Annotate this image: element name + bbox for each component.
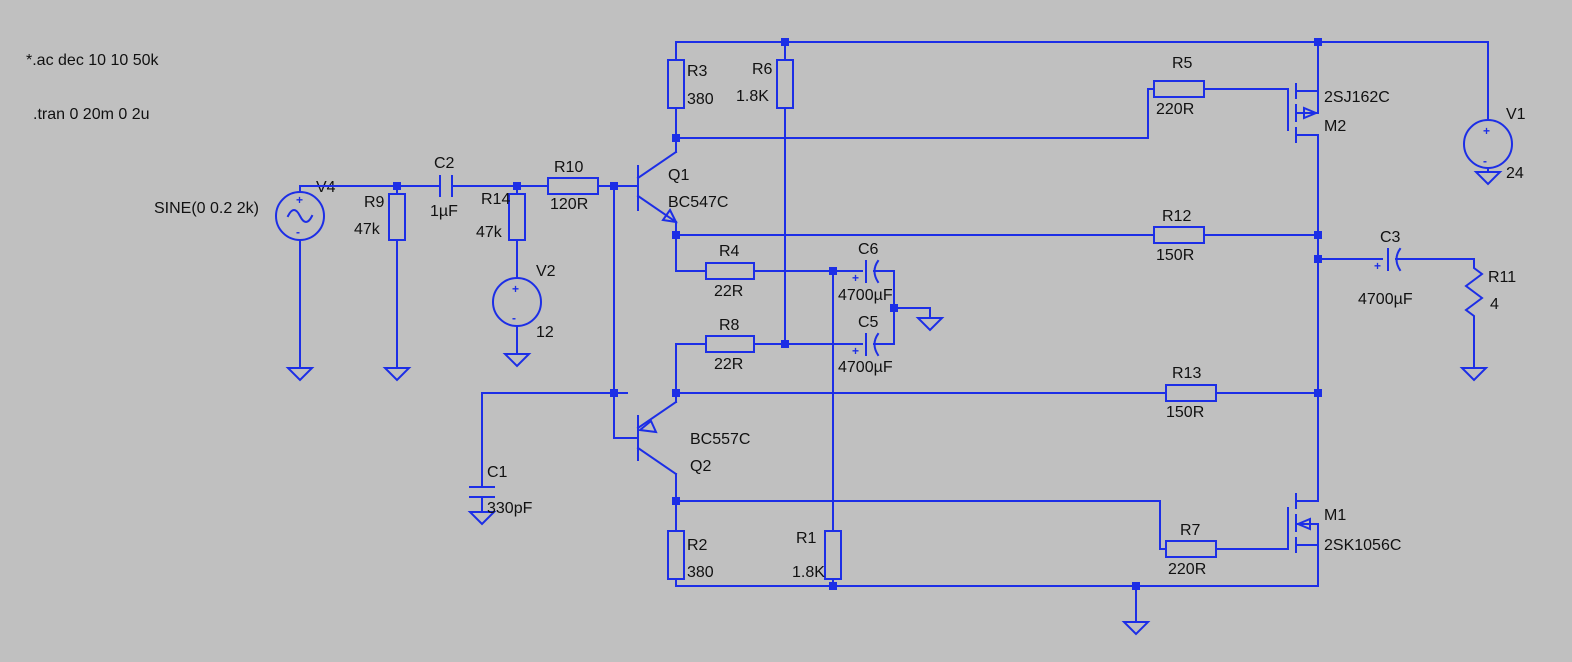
junction-dots: [393, 38, 1322, 590]
r7-value: 220R: [1168, 561, 1206, 578]
r14-ref: R14: [481, 191, 510, 208]
q1-ref: Q1: [668, 167, 689, 184]
r2-resistor[interactable]: [667, 530, 685, 587]
c1-capacitor[interactable]: [467, 392, 615, 526]
c1-ref: C1: [487, 464, 508, 481]
svg-text:+: +: [296, 193, 303, 207]
m1-value: 2SK1056C: [1324, 537, 1401, 554]
q1-npn-transistor[interactable]: [636, 137, 678, 236]
q1-value: BC547C: [668, 194, 728, 211]
c2-value: 1µF: [430, 203, 458, 220]
r10-resistor[interactable]: [547, 177, 599, 195]
c6-value: 4700µF: [838, 287, 893, 304]
c5-capacitor[interactable]: +: [852, 332, 895, 358]
r4-resistor[interactable]: [675, 234, 863, 280]
r12-value: 150R: [1156, 247, 1194, 264]
ac-directive[interactable]: *.ac dec 10 10 50k: [26, 52, 160, 69]
r5-resistor[interactable]: [675, 80, 1289, 139]
v4-sine-source[interactable]: + -: [275, 185, 325, 382]
r11-value: 4: [1490, 296, 1499, 313]
r13-ref: R13: [1172, 365, 1201, 382]
svg-text:-: -: [296, 225, 300, 239]
m1-ref: M1: [1324, 507, 1346, 524]
svg-text:-: -: [1483, 154, 1487, 168]
r1-ref: R1: [796, 530, 817, 547]
r11-ref: R11: [1488, 269, 1516, 286]
top-supply-rail[interactable]: [675, 41, 1489, 121]
c6-c5-ground[interactable]: [893, 307, 945, 332]
m2-value: 2SJ162C: [1324, 89, 1390, 106]
r8-value: 22R: [714, 356, 743, 373]
q2-value: BC557C: [690, 431, 750, 448]
svg-text:+: +: [852, 344, 859, 358]
v1-ref: V1: [1506, 106, 1526, 123]
c6-ref: C6: [858, 241, 879, 258]
svg-text:+: +: [852, 271, 859, 285]
v2-value: 12: [536, 324, 554, 341]
r7-ref: R7: [1180, 522, 1201, 539]
r13-resistor[interactable]: [675, 384, 1319, 402]
v1-dc-source[interactable]: + -: [1463, 119, 1513, 186]
m1-nmos-transistor[interactable]: [1287, 392, 1319, 587]
r8-resistor[interactable]: [675, 335, 863, 353]
r2-ref: R2: [687, 537, 708, 554]
r3-value: 380: [687, 91, 714, 108]
r9-value: 47k: [354, 221, 381, 238]
v2-dc-source[interactable]: + -: [492, 277, 542, 368]
m2-ref: M2: [1324, 118, 1346, 135]
ground-symbol: [1121, 621, 1151, 636]
m2-pmos-transistor[interactable]: [1287, 41, 1319, 236]
r14-resistor[interactable]: [508, 185, 526, 279]
v4-ref: V4: [316, 179, 336, 196]
r4-ref: R4: [719, 243, 740, 260]
r14-value: 47k: [476, 224, 503, 241]
r5-value: 220R: [1156, 101, 1194, 118]
output-node-wire[interactable]: [1317, 234, 1383, 394]
r9-ref: R9: [364, 194, 385, 211]
r13-value: 150R: [1166, 404, 1204, 421]
svg-text:+: +: [512, 282, 519, 296]
c2-ref: C2: [434, 155, 455, 172]
q2-pnp-transistor[interactable]: [636, 343, 678, 532]
base-bias-wire[interactable]: [613, 185, 639, 439]
r9-resistor[interactable]: [382, 185, 412, 382]
r2-value: 380: [687, 564, 714, 581]
c3-ref: C3: [1380, 229, 1401, 246]
r1-resistor[interactable]: [824, 270, 842, 587]
r4-value: 22R: [714, 283, 743, 300]
svg-text:+: +: [1483, 124, 1490, 138]
r6-resistor[interactable]: [776, 41, 794, 345]
bottom-ground-rail[interactable]: [675, 585, 1319, 621]
c3-capacitor[interactable]: +: [1374, 247, 1475, 273]
r5-ref: R5: [1172, 55, 1193, 72]
r6-ref: R6: [752, 61, 773, 78]
v4-value: SINE(0 0.2 2k): [154, 200, 259, 217]
r12-resistor[interactable]: [675, 226, 1319, 244]
r3-resistor[interactable]: [667, 41, 685, 139]
tran-directive[interactable]: .tran 0 20m 0 2u: [33, 106, 150, 123]
c1-value: 330pF: [487, 500, 533, 517]
r1-value: 1.8K: [792, 564, 825, 581]
v1-value: 24: [1506, 165, 1524, 182]
r10-ref: R10: [554, 159, 583, 176]
r6-value: 1.8K: [736, 88, 769, 105]
r11-load-resistor[interactable]: [1459, 258, 1489, 382]
c3-value: 4700µF: [1358, 291, 1413, 308]
svg-text:+: +: [1374, 259, 1381, 273]
r12-ref: R12: [1162, 208, 1191, 225]
svg-text:-: -: [512, 311, 516, 325]
c5-value: 4700µF: [838, 359, 893, 376]
q2-ref: Q2: [690, 458, 711, 475]
r10-value: 120R: [550, 196, 588, 213]
v2-ref: V2: [536, 263, 556, 280]
r7-resistor[interactable]: [675, 500, 1289, 558]
c2-capacitor[interactable]: [439, 175, 453, 197]
r8-ref: R8: [719, 317, 740, 334]
r3-ref: R3: [687, 63, 708, 80]
c5-ref: C5: [858, 314, 879, 331]
